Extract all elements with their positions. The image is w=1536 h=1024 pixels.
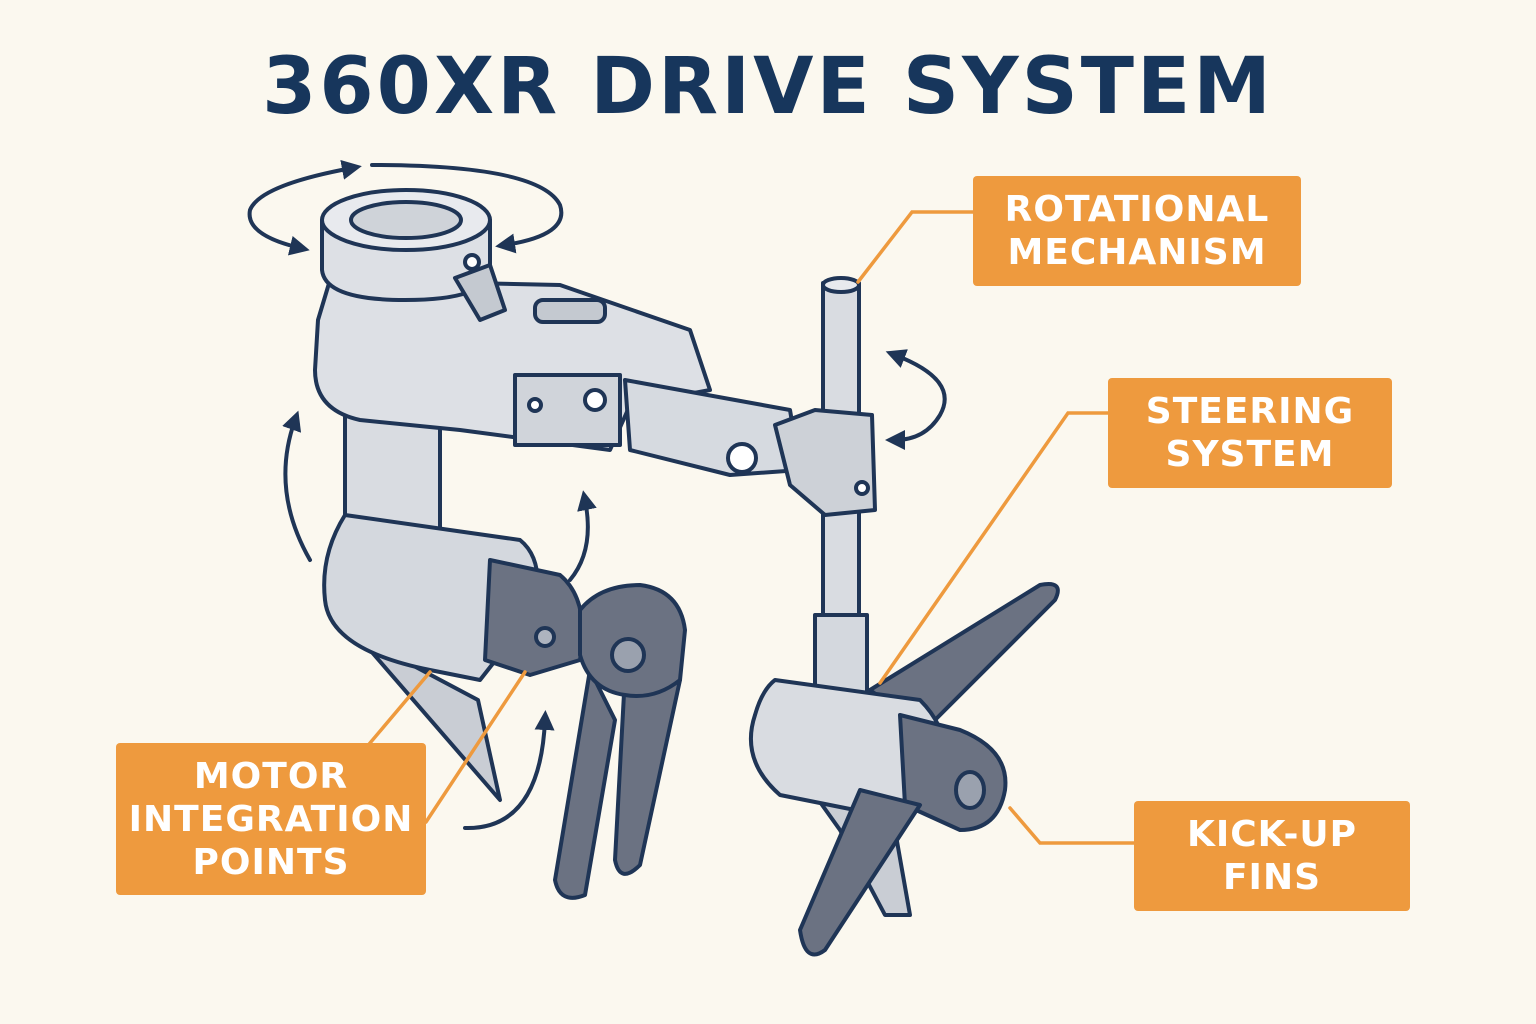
- paddle-pivot: [610, 637, 646, 673]
- kickup-fin-lower: [798, 788, 922, 957]
- hub-cap: [954, 770, 986, 810]
- tilt-arrow-middle: [568, 490, 597, 582]
- bracket-hole: [583, 388, 607, 412]
- rotation-arrow-left: [247, 159, 362, 256]
- callout-motor-line-1: MOTOR: [193, 755, 349, 797]
- page-title: 360XR DRIVE SYSTEM: [262, 42, 1274, 132]
- rotation-arrow-right: [370, 163, 564, 254]
- cap-support: [453, 263, 507, 322]
- callout-kickup-line-2: FINS: [1222, 857, 1322, 898]
- motor-coupling: [483, 558, 585, 677]
- callout-rotational-mechanism: ROTATIONAL MECHANISM: [973, 176, 1301, 286]
- leader-rotational: [856, 210, 975, 284]
- kickup-fin-upper: [868, 582, 1060, 732]
- steering-arrow: [885, 349, 947, 450]
- bracket-hole: [527, 397, 543, 413]
- tilt-arrow-lower: [463, 710, 555, 831]
- callout-rotational-line-1: ROTATIONAL: [1004, 189, 1270, 230]
- paddle-right: [613, 673, 682, 876]
- callout-steering-system: STEERING SYSTEM: [1108, 378, 1392, 488]
- callout-kickup-fins: KICK-UP FINS: [1134, 801, 1410, 911]
- arm-pivot: [726, 442, 758, 474]
- shaft-sleeve: [813, 613, 869, 697]
- callout-kickup-line-1: KICK-UP: [1186, 814, 1358, 855]
- leader-steering: [878, 411, 1110, 685]
- arm-slot: [533, 298, 607, 324]
- leader-kickup: [1008, 806, 1136, 845]
- callout-motor-line-2: INTEGRATION: [128, 798, 414, 840]
- callout-motor-line-3: POINTS: [192, 841, 350, 883]
- cap-screw: [463, 253, 481, 271]
- coupling-bolt: [534, 626, 556, 648]
- leader-motor-2: [424, 670, 527, 824]
- callout-rotational-line-2: MECHANISM: [1007, 232, 1267, 273]
- callout-motor-integration-points: MOTOR INTEGRATION POINTS: [116, 743, 426, 895]
- rotating-cap-inset: [349, 200, 463, 240]
- callout-steering-line-2: SYSTEM: [1165, 434, 1335, 475]
- paddle-left: [553, 668, 617, 900]
- callout-steering-line-1: STEERING: [1145, 391, 1355, 432]
- tilt-arrow-left: [282, 410, 312, 562]
- shaft-collar: [773, 408, 877, 517]
